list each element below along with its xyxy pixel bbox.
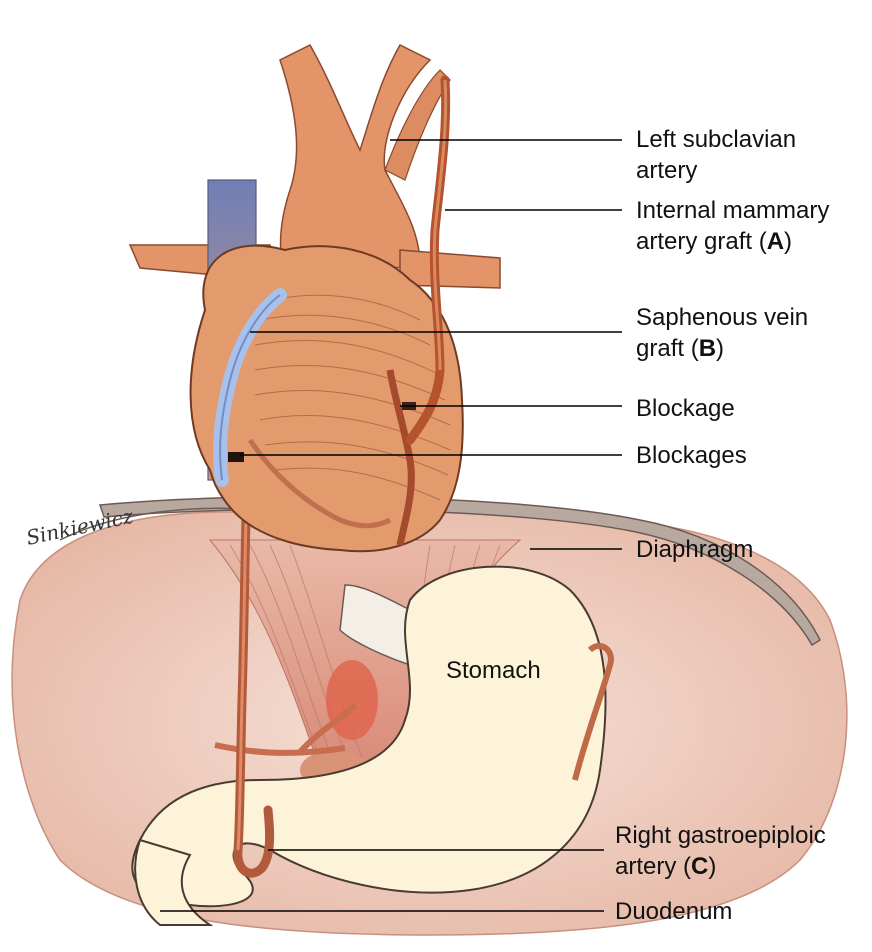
label-diaphragm: Diaphragm (636, 536, 754, 563)
label-saphenous-vein-line2: graft (B) (636, 333, 808, 364)
heart-shading (254, 294, 451, 501)
saphenous-vein-edge (219, 294, 281, 481)
right-coronary-artery (247, 438, 392, 529)
label-internal-mammary-suffix: ) (784, 228, 793, 255)
leader-lines (160, 139, 622, 912)
label-blockages: Blockages (636, 442, 747, 469)
label-left-subclavian-line1: Left subclavian (636, 126, 797, 153)
blockages-marker (228, 452, 244, 462)
label-internal-mammary-line2: artery graft (A) (636, 226, 829, 257)
label-saphenous-letter: B (698, 335, 717, 362)
label-right-gastroepiploic: Right gastroepiploic artery (C) (615, 820, 826, 882)
label-right-gastroepiploic-line2: artery (C) (615, 851, 826, 882)
label-duodenum: Duodenum (615, 898, 733, 925)
mammary-graft-highlight (432, 79, 448, 371)
label-gastroepiploic-suffix: ) (708, 853, 717, 880)
aortic-opening (326, 660, 378, 740)
label-gastroepiploic-prefix: artery ( (615, 853, 692, 880)
label-saphenous-vein-line1: Saphenous vein (636, 304, 809, 331)
label-internal-mammary-prefix: artery graft ( (636, 228, 767, 255)
label-left-subclavian: Left subclavian artery (636, 124, 796, 186)
label-saphenous-suffix: ) (716, 335, 725, 362)
duodenum-tube (134, 838, 214, 926)
label-stomach: Stomach (446, 657, 541, 684)
label-saphenous-vein: Saphenous vein graft (B) (636, 302, 808, 364)
coronary-artery (386, 369, 415, 546)
label-internal-mammary: Internal mammary artery graft (A) (636, 195, 829, 257)
label-saphenous-prefix: graft ( (636, 335, 699, 362)
gastric-artery-branch (572, 643, 614, 781)
celiac-branches (214, 702, 358, 756)
label-right-gastroepiploic-line1: Right gastroepiploic (615, 822, 826, 849)
label-gastroepiploic-letter: C (691, 853, 709, 880)
left-subclavian-artery (384, 69, 451, 181)
label-left-subclavian-line2: artery (636, 157, 698, 184)
label-internal-mammary-line1: Internal mammary (636, 197, 830, 224)
label-blockage: Blockage (636, 395, 735, 422)
label-internal-mammary-letter: A (766, 228, 785, 255)
